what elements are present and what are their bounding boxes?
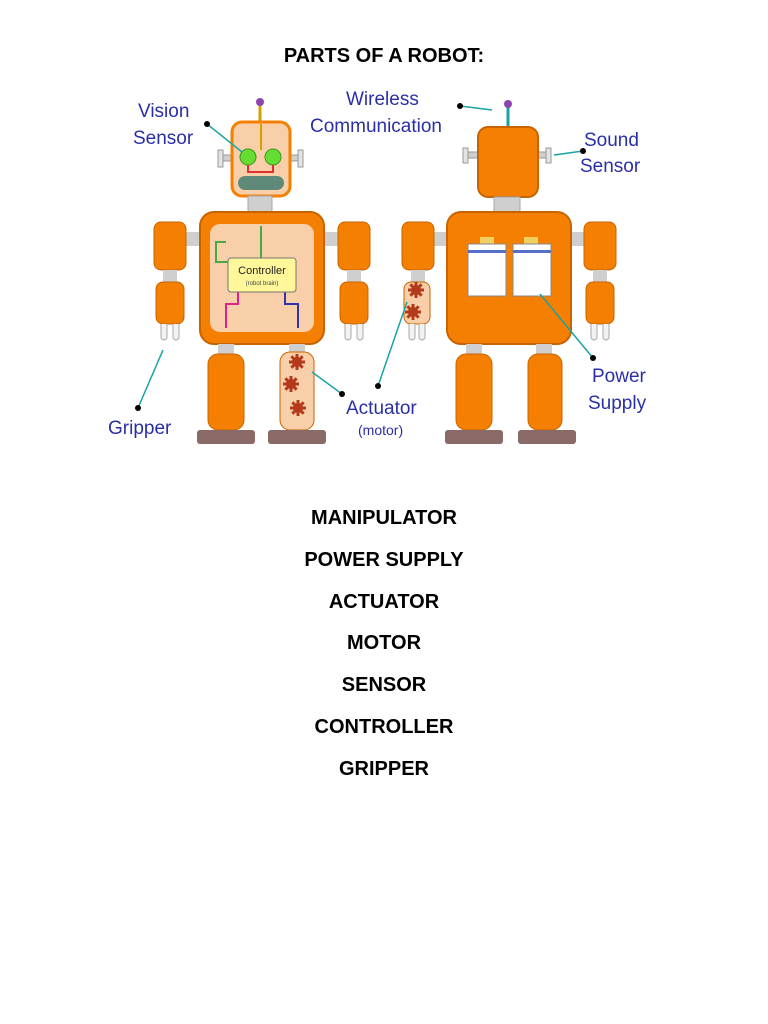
front-right-foot — [268, 430, 326, 444]
back-right-forearm — [585, 281, 615, 325]
leader-gripper — [137, 349, 164, 409]
parts-list-item: ACTUATOR — [328, 590, 440, 613]
back-right-foot — [518, 430, 576, 444]
leader-actuator — [311, 371, 343, 395]
parts-list-item: POWER SUPPLY — [304, 548, 464, 571]
parts-list-item: SENSOR — [341, 674, 427, 697]
back-left-leg — [455, 353, 493, 431]
leader-dots — [135, 103, 596, 411]
front-robot: Controller (robot brain) — [153, 98, 371, 444]
leader-actuator-back — [377, 301, 408, 387]
back-gear-2 — [405, 304, 421, 320]
front-left-foot — [197, 430, 255, 444]
actuator-gear-3 — [290, 400, 306, 416]
label-power-1: Power — [592, 366, 647, 387]
actuator-gear-2 — [283, 376, 299, 392]
front-antenna-tip — [256, 98, 264, 106]
parts-list-item: GRIPPER — [338, 757, 430, 780]
parts-list-item: MOTOR — [346, 632, 422, 655]
front-mouth — [238, 176, 284, 190]
leader-power — [539, 293, 594, 359]
label-sound-sensor-2: Sensor — [580, 156, 641, 177]
leader-sound — [553, 150, 584, 156]
battery-right — [512, 237, 552, 297]
front-neck — [247, 195, 273, 213]
parts-list: MANIPULATOR POWER SUPPLY ACTUATOR MOTOR … — [0, 504, 768, 797]
back-left-foot — [445, 430, 503, 444]
label-gripper: Gripper — [108, 418, 172, 439]
front-left-leg — [207, 353, 245, 431]
front-left-forearm — [155, 281, 185, 325]
label-sound-sensor-1: Sound — [584, 130, 639, 151]
label-wireless-1: Wireless — [346, 89, 419, 110]
back-head — [477, 126, 539, 198]
controller-box — [227, 257, 297, 293]
back-gear-1 — [408, 282, 424, 298]
controller-sublabel: (robot brain) — [246, 281, 279, 287]
back-right-leg — [527, 353, 563, 431]
parts-list-item: MANIPULATOR — [311, 507, 457, 529]
back-robot — [401, 100, 617, 444]
leader-lines — [137, 105, 594, 409]
eye-right — [264, 148, 282, 166]
front-left-upper-arm — [153, 221, 187, 271]
leader-vision — [206, 123, 243, 153]
robot-parts-diagram: Controller (robot brain) — [108, 89, 647, 444]
parts-list-item: CONTROLLER — [314, 715, 454, 738]
gripper-left — [160, 324, 180, 341]
label-vision-sensor-2: Sensor — [133, 128, 194, 149]
front-right-forearm — [339, 281, 369, 325]
controller-label: Controller — [238, 265, 286, 277]
leader-wireless — [459, 105, 493, 111]
back-antenna-tip — [504, 100, 512, 108]
front-ear-left — [217, 149, 233, 168]
back-torso — [446, 211, 572, 345]
label-vision-sensor-1: Vision — [138, 101, 189, 122]
page-title: PARTS OF A ROBOT: — [283, 45, 485, 67]
back-right-upper-arm — [583, 221, 617, 271]
gripper-right — [344, 324, 364, 341]
battery-left — [467, 237, 507, 297]
label-actuator: Actuator — [346, 398, 417, 419]
label-wireless-2: Communication — [310, 116, 442, 137]
back-left-upper-arm — [401, 221, 435, 271]
label-actuator-sub: (motor) — [358, 422, 403, 438]
actuator-gear-1 — [289, 354, 305, 370]
label-power-2: Supply — [588, 393, 647, 414]
front-right-upper-arm — [337, 221, 371, 271]
back-neck — [493, 196, 521, 214]
